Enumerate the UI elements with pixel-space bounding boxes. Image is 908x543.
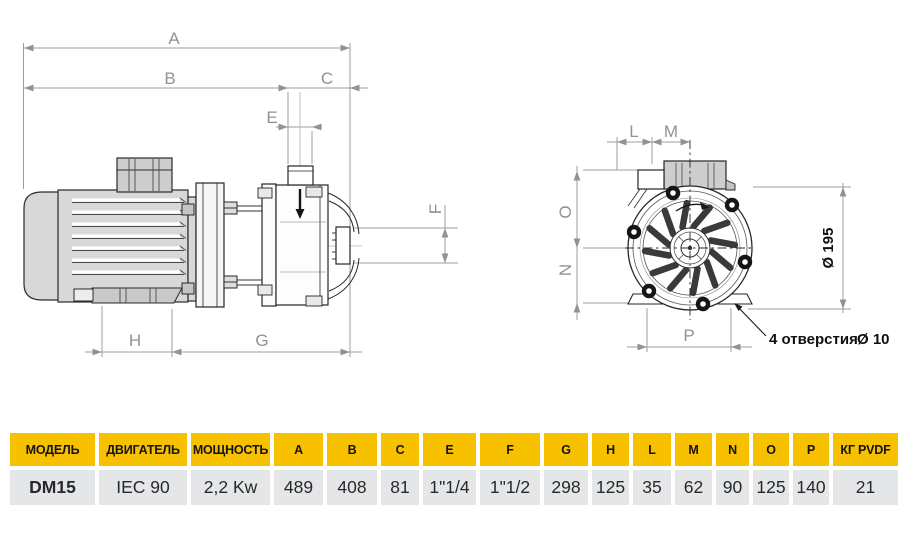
diameter-label: Ø 195	[820, 228, 837, 269]
dim-label-p: P	[683, 326, 694, 345]
header-cell-1: ДВИГАТЕЛЬ	[99, 433, 187, 466]
leader-line	[735, 304, 767, 337]
data-cell-4: 408	[327, 470, 377, 505]
header-cell-15: КГ PVDF	[833, 433, 898, 466]
dim-label-c: C	[321, 69, 333, 88]
data-cell-9: 125	[592, 470, 629, 505]
dim-label-g: G	[255, 331, 268, 350]
data-cell-13: 125	[753, 470, 789, 505]
data-cell-3: 489	[274, 470, 323, 505]
impeller-blades	[641, 199, 739, 297]
motor-side-view	[23, 157, 197, 304]
data-cell-1: IEC 90	[99, 470, 187, 505]
data-cell-7: 1"1/2	[480, 470, 540, 505]
header-cell-14: P	[793, 433, 829, 466]
header-cell-12: N	[716, 433, 749, 466]
header-cell-9: H	[592, 433, 629, 466]
flange-bolts	[626, 185, 753, 312]
header-cell-4: B	[327, 433, 377, 466]
holes-note: 4 отверстия	[769, 331, 858, 348]
dim-label-m: M	[664, 122, 678, 141]
data-cell-14: 140	[793, 470, 829, 505]
header-cell-6: E	[423, 433, 476, 466]
header-cell-0: МОДЕЛЬ	[10, 433, 95, 466]
header-cell-2: МОЩНОСТЬ	[191, 433, 270, 466]
dim-label-o: O	[556, 205, 575, 218]
header-cell-10: L	[633, 433, 671, 466]
dim-label-b: B	[164, 69, 175, 88]
data-cell-15: 21	[833, 470, 898, 505]
header-cell-8: G	[544, 433, 588, 466]
header-cell-11: M	[675, 433, 712, 466]
data-cell-5: 81	[381, 470, 419, 505]
header-cell-5: C	[381, 433, 419, 466]
header-cell-7: F	[480, 433, 540, 466]
data-cell-2: 2,2 Kw	[191, 470, 270, 505]
holes-diameter: Ø 10	[857, 331, 890, 348]
header-cell-13: O	[753, 433, 789, 466]
dim-label-l: L	[629, 122, 638, 141]
data-cell-10: 35	[633, 470, 671, 505]
data-cell-12: 90	[716, 470, 749, 505]
dim-label-a: A	[168, 29, 180, 48]
dim-label-e: E	[266, 108, 277, 127]
dim-label-h: H	[129, 331, 141, 350]
motor-cooling-fins	[72, 197, 187, 275]
header-cell-3: A	[274, 433, 323, 466]
dim-label-f: F	[426, 204, 445, 214]
data-cell-0: DM15	[10, 470, 95, 505]
front-view-dimension-lines	[576, 137, 851, 352]
data-cell-6: 1"1/4	[423, 470, 476, 505]
data-cell-11: 62	[675, 470, 712, 505]
pump-front-view	[625, 140, 767, 337]
dim-label-n: N	[556, 264, 575, 276]
data-cell-8: 298	[544, 470, 588, 505]
technical-drawing: A B C E F H G L M O N P Ø 195 4 отверсти…	[23, 29, 890, 357]
pump-head-side-view	[195, 165, 360, 308]
